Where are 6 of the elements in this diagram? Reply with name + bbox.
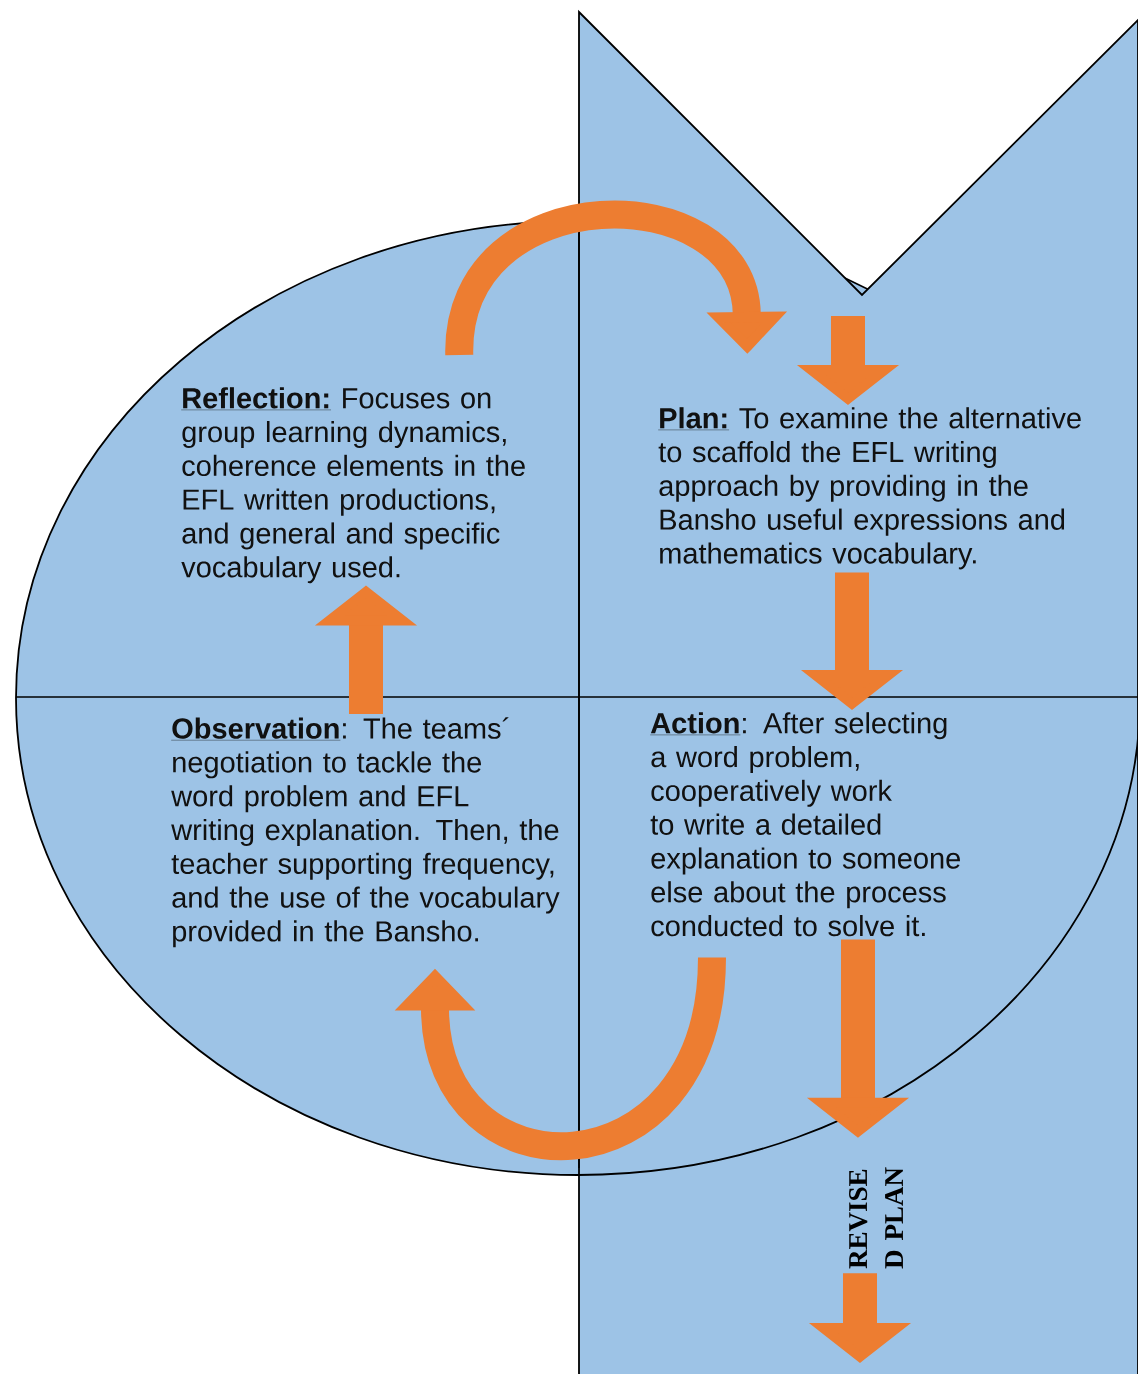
step-text: Reflection: Focuses on group learning dynamics, coherence elements in the EFL written productions, and general and specific vocabulary used. [181,387,525,584]
curved-arrow [394,956,726,1160]
vertical-label: REVISE D PLAN [849,1167,903,1269]
step-text: Action: After selecting a word problem, cooperatively work to write a detailed explanation to someone else about the process conducted to solve it. [650,712,960,937]
step-text: Observation: The teams´ negotiation to tackle the word problem and EFL writing explanation. Then, the teacher supporting frequency, and the use of the vocabulary provided in the Bansho. [171,717,560,948]
step-text: Plan: To examine the alternative to scaffold the EFL writing approach by providing in the Bansho useful expressions and mathematics vocabulary. [658,407,1081,570]
